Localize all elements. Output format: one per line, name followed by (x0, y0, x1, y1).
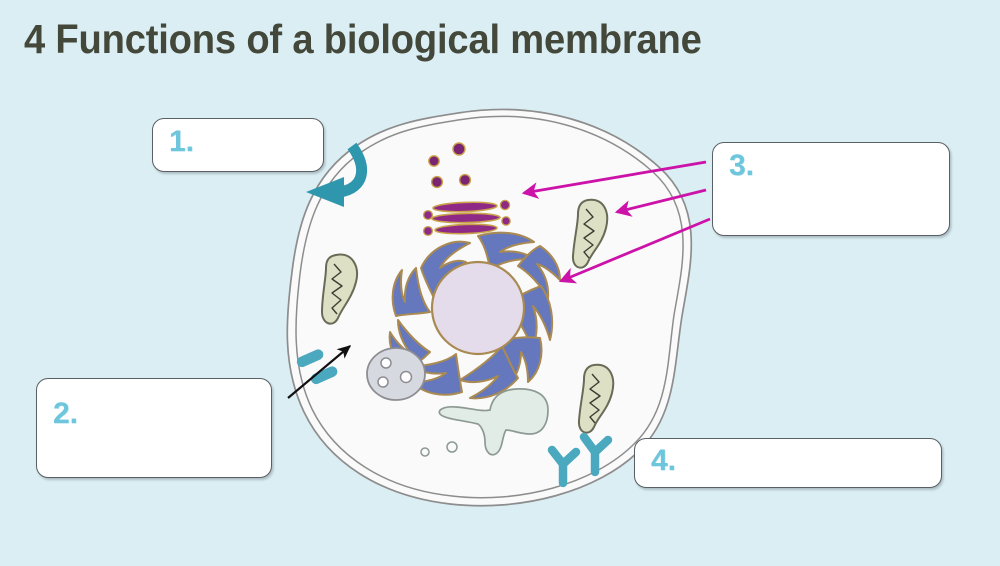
pointer-box3-arrow-mitochondrion (614, 188, 707, 217)
answer-box-1[interactable]: 1. (152, 118, 324, 172)
pointer-box3-arrows (521, 160, 711, 284)
golgi-apparatus (422, 199, 511, 237)
pointer-box2-transport-arrow (287, 345, 352, 399)
pointer-box3-arrow-er (558, 217, 711, 284)
mitochondrion-left (320, 253, 358, 325)
mitochondrion-lower-right (577, 363, 615, 434)
peroxisome (366, 347, 426, 401)
channel-proteins (296, 349, 338, 385)
secretory-vesicles (428, 142, 472, 189)
answer-box-4-label: 4. (651, 444, 677, 477)
receptor-protein-right (579, 432, 613, 477)
answer-box-2-label: 2. (53, 397, 79, 430)
page-title: 4 Functions of a biological membrane (24, 16, 702, 62)
answer-box-1-label: 1. (169, 125, 195, 158)
answer-box-3-label: 3. (729, 149, 755, 182)
answer-box-2[interactable]: 2. (36, 378, 272, 478)
receptor-proteins (547, 432, 613, 488)
nucleus (430, 260, 526, 356)
pointer-box1-curved-arrow (306, 142, 367, 207)
receptor-protein-left (547, 445, 581, 488)
answer-box-4[interactable]: 4. (634, 438, 942, 488)
answer-box-3[interactable]: 3. (712, 142, 950, 236)
cell-membrane-inner (295, 115, 684, 499)
pointer-box3-arrow-golgi (521, 160, 707, 199)
vacuole (420, 388, 549, 457)
mitochondrion-upper-right (571, 198, 609, 269)
